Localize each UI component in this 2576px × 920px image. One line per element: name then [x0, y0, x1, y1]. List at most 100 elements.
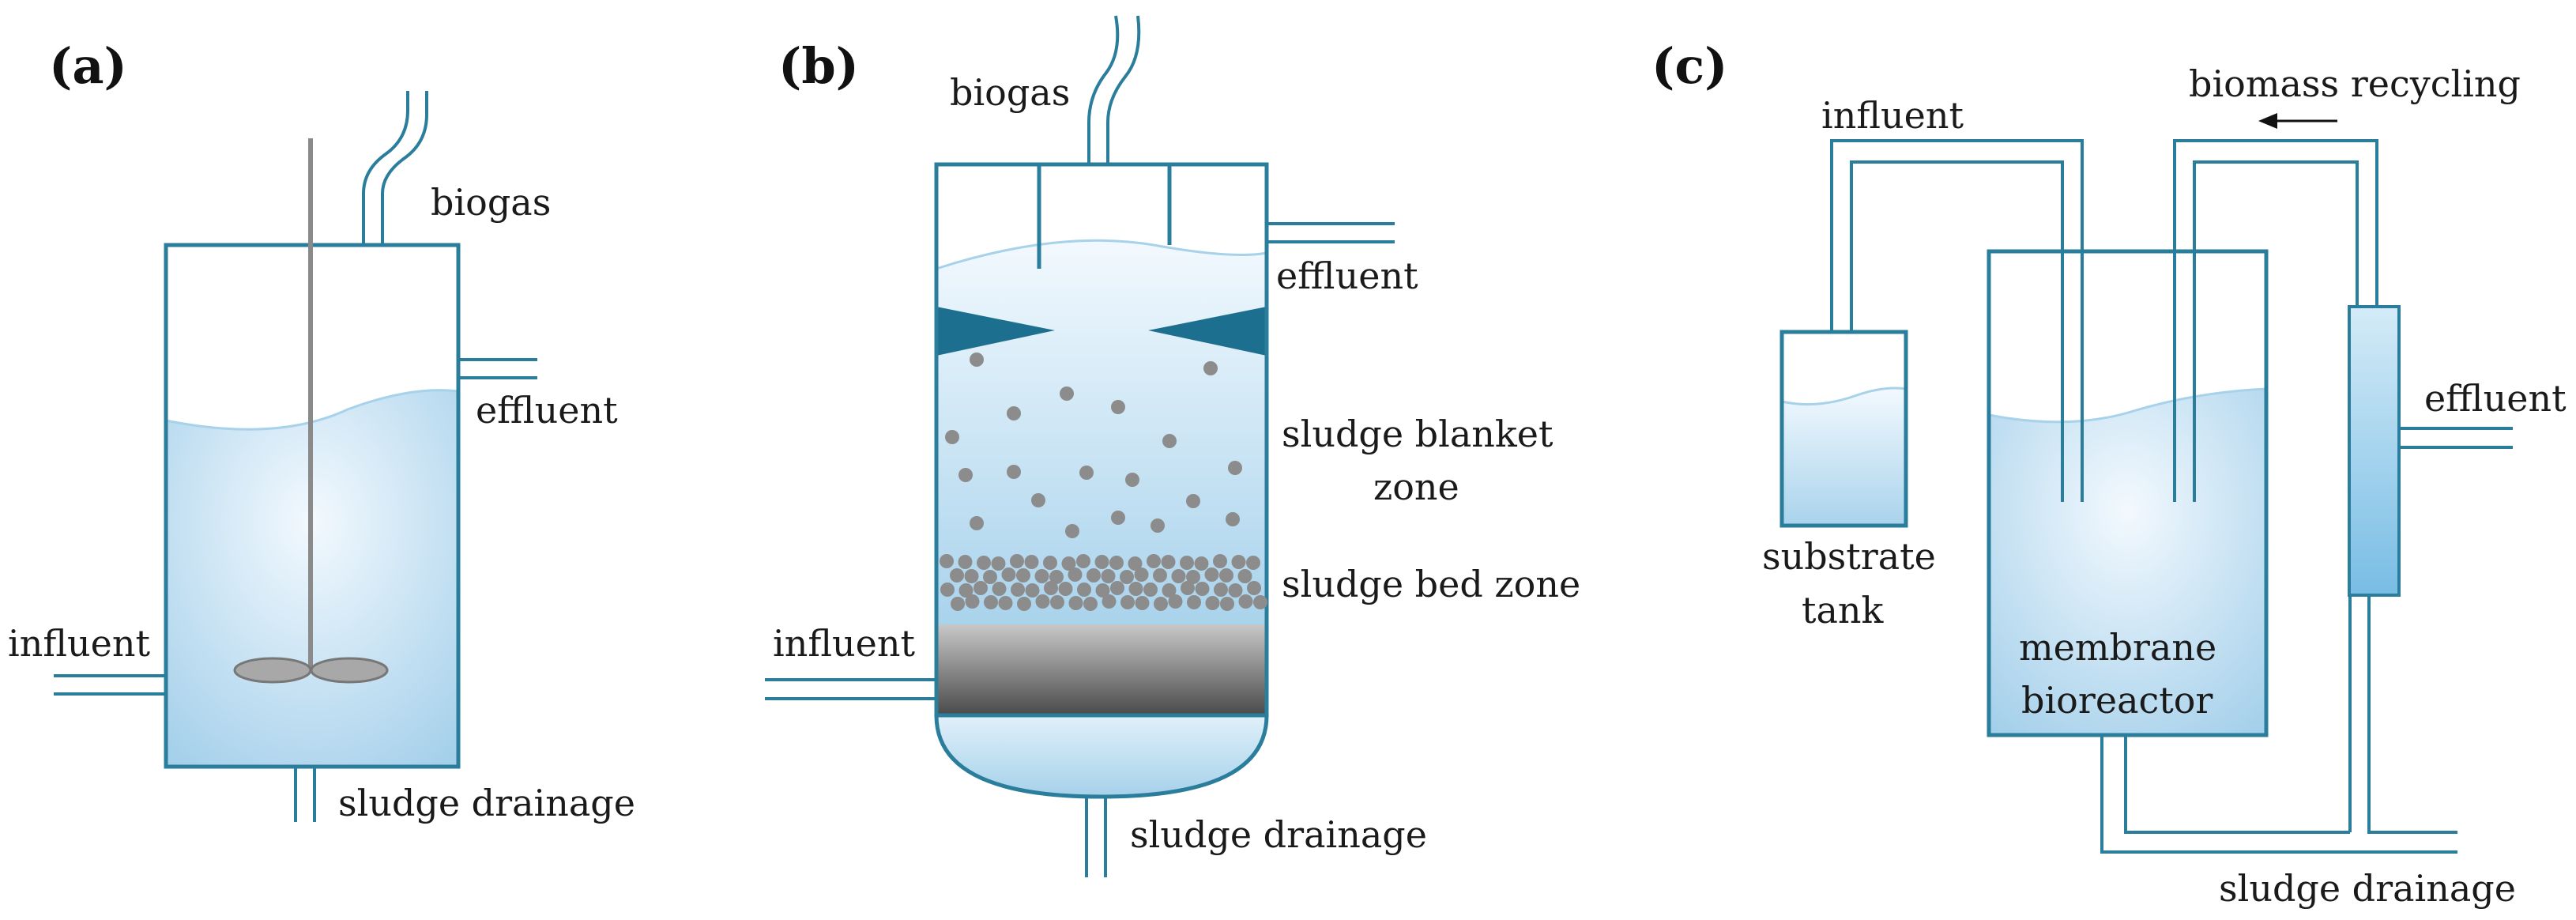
sludge-granule	[1068, 596, 1083, 610]
substrate-surface	[1781, 386, 1907, 406]
influent-pipe-c	[1830, 139, 2084, 502]
biogas-pipe-b	[1087, 15, 1141, 164]
sludge-granule	[1110, 581, 1124, 595]
sludge-granule	[1001, 567, 1016, 582]
sludge-granule	[983, 570, 997, 584]
label-substrate-1: substrate	[1762, 535, 1936, 578]
sludge-granule	[1125, 473, 1139, 487]
sludge-granule	[1153, 568, 1167, 583]
sludge-granule	[1135, 596, 1150, 610]
sludge-granule	[984, 595, 998, 609]
sludge-granule	[1205, 596, 1220, 610]
sludge-granule	[1011, 583, 1025, 597]
liquid-surface-b	[936, 239, 1267, 270]
drainage-pipe-a	[294, 767, 316, 822]
sludge-granule	[1181, 581, 1195, 595]
label-biogas-a: biogas	[431, 181, 551, 224]
label-sludge-drainage-c: sludge drainage	[2219, 867, 2516, 910]
influent-pipe-a	[54, 674, 166, 696]
sludge-granule	[1171, 569, 1186, 583]
label-influent-b: influent	[773, 622, 915, 665]
recycling-arrow-head	[2258, 113, 2277, 129]
sludge-granule	[965, 594, 980, 609]
separator-baffle-right	[1148, 307, 1267, 356]
sludge-granule	[1143, 583, 1158, 597]
sludge-granule	[1034, 569, 1049, 583]
sludge-granule	[1094, 555, 1109, 569]
sludge-granule	[1065, 524, 1079, 538]
label-sludge-drainage-a: sludge drainage	[338, 782, 635, 824]
sludge-granule	[1195, 582, 1210, 596]
sludge-granule	[1007, 406, 1021, 420]
sludge-granule	[1231, 555, 1246, 569]
sludge-granule	[1186, 494, 1200, 508]
sludge-granule	[1220, 597, 1234, 611]
sludge-granule	[1077, 583, 1091, 597]
sludge-granule	[945, 430, 959, 444]
membrane-bioreactor	[1987, 249, 2269, 737]
panel-b-letter: (b)	[778, 37, 859, 95]
substrate-tank	[1779, 330, 1908, 528]
sludge-granule	[1213, 554, 1227, 568]
stirrer-blade-right	[310, 657, 389, 684]
sludge-granule	[970, 353, 984, 367]
sludge-granule	[1228, 461, 1242, 475]
sludge-granule	[1024, 555, 1039, 569]
bioreactor-surface	[1988, 387, 2267, 424]
sludge-granule	[970, 516, 984, 530]
label-influent-a: influent	[8, 622, 150, 665]
panel-c: (c) biomass recycling influent effluent …	[1651, 37, 2567, 910]
label-sludge-bed: sludge bed zone	[1282, 563, 1580, 605]
sludge-granule	[991, 556, 1006, 571]
panel-b: (b) biogas effluent sludge blanket zone …	[765, 15, 1580, 877]
sludge-granule	[1031, 493, 1045, 507]
label-membrane-2: bioreactor	[2021, 679, 2213, 722]
biogas-pipe-a	[362, 91, 428, 245]
sludge-granule	[1253, 595, 1267, 609]
sludge-granule	[1102, 594, 1117, 609]
sludge-granule	[1061, 556, 1076, 571]
label-effluent-a: effluent	[476, 389, 618, 432]
label-effluent-b: effluent	[1276, 255, 1418, 297]
sludge-granule	[940, 554, 954, 568]
sludge-granule	[1238, 594, 1253, 609]
sludge-granule	[1111, 400, 1125, 414]
panel-a-letter: (a)	[49, 37, 127, 95]
label-membrane-1: membrane	[2019, 626, 2216, 669]
sludge-granule	[1228, 583, 1243, 598]
label-sludge-blanket-2: zone	[1373, 466, 1459, 508]
sludge-granule	[1007, 465, 1021, 479]
sludge-granule	[1162, 434, 1177, 448]
sludge-granule	[1204, 567, 1219, 582]
sludge-granule	[1035, 594, 1050, 609]
influent-pipe-b	[765, 678, 936, 700]
reactor-bottom-b	[934, 713, 1269, 799]
label-sludge-drainage-b: sludge drainage	[1130, 813, 1427, 856]
sludge-granule	[1237, 569, 1252, 583]
sludge-granule	[1016, 568, 1030, 583]
reactor-vessel-b	[934, 162, 1269, 718]
sludge-granule	[950, 568, 964, 583]
sludge-granule	[1246, 556, 1260, 570]
panel-a: (a) biogas effluent influent sludge drai…	[8, 37, 635, 824]
sludge-granule	[1162, 583, 1177, 598]
stirrer-blade-left	[233, 657, 312, 684]
sludge-granule	[1049, 570, 1064, 584]
sludge-granule	[1219, 568, 1233, 583]
sludge-granule	[992, 582, 1007, 596]
sludge-granule	[1247, 581, 1261, 595]
sludge-granule	[1111, 511, 1125, 525]
label-effluent-c: effluent	[2424, 377, 2567, 420]
sludge-granule	[1203, 361, 1218, 375]
label-biomass-recycling: biomass recycling	[2189, 62, 2521, 105]
label-sludge-blanket-1: sludge blanket	[1282, 413, 1554, 455]
sludge-granule	[1083, 597, 1098, 611]
sludge-granule	[1076, 554, 1090, 568]
sludge-granule	[958, 555, 973, 569]
effluent-pipe-b	[1267, 222, 1395, 243]
sludge-bed-b	[936, 624, 1267, 715]
drainage-pipe-c	[2100, 595, 2457, 854]
sludge-granule	[1087, 568, 1101, 583]
settler-dividers-b	[1037, 164, 1172, 269]
